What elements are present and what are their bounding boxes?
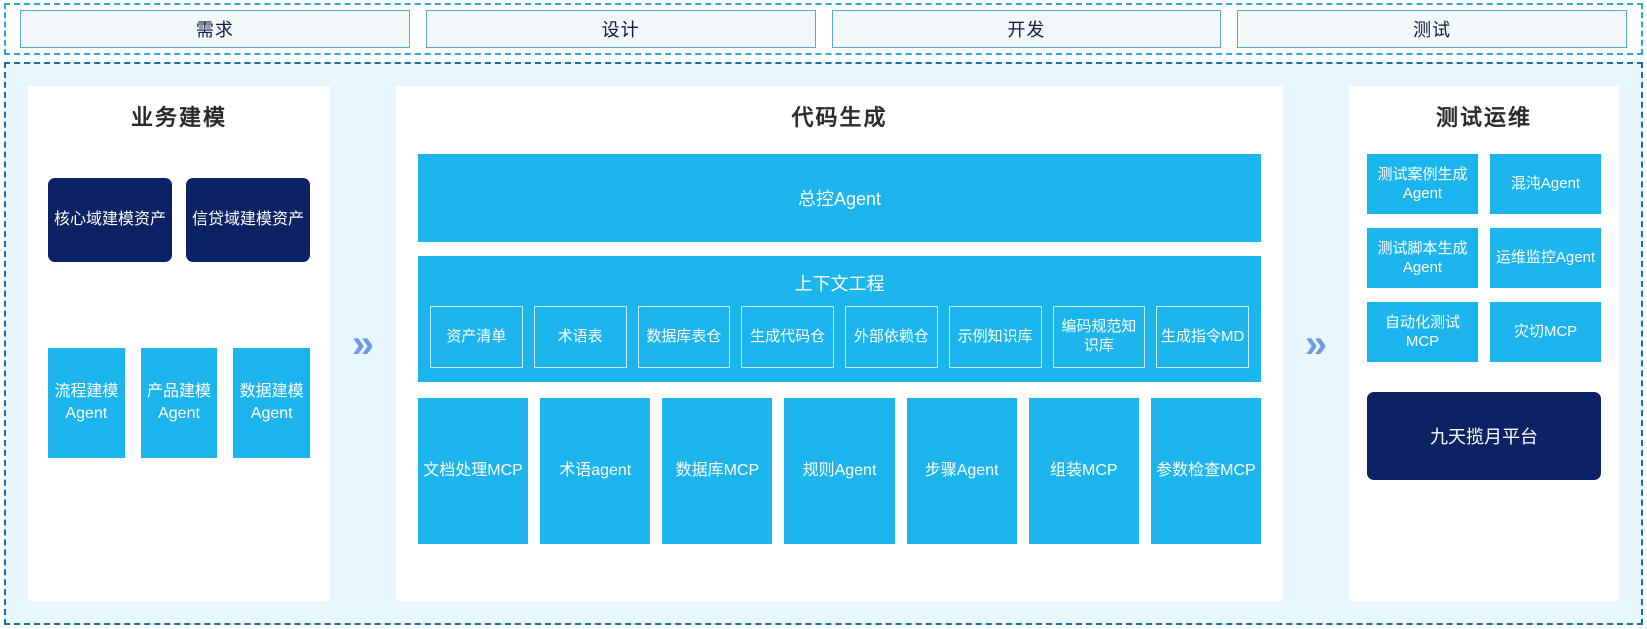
- tool-label: 步骤Agent: [924, 462, 999, 480]
- tool-label: 参数检查MCP: [1156, 462, 1256, 480]
- panel-title-test-operations: 测试运维: [1435, 105, 1532, 130]
- context-engineering-title: 上下文工程: [794, 274, 885, 294]
- phase-label: 开发: [1007, 20, 1046, 40]
- asset-credit-domain-model[interactable]: 信贷域建模资产: [186, 178, 310, 262]
- context-item-label: 外部依赖仓: [853, 327, 929, 345]
- ops-label: 灾切MCP: [1513, 323, 1578, 341]
- context-item-external-dependency-repo[interactable]: 外部依赖仓: [845, 306, 938, 368]
- asset-label: 信贷域建模资产: [191, 211, 304, 229]
- business-asset-row: 核心域建模资产 信贷域建模资产: [28, 178, 330, 262]
- asset-label: 核心域建模资产: [53, 211, 166, 229]
- agent-process-modeling[interactable]: 流程建模Agent: [48, 348, 125, 458]
- ops-automated-test-mcp[interactable]: 自动化测试MCP: [1367, 302, 1478, 362]
- context-item-label: 生成代码仓: [750, 327, 826, 345]
- phase-label: 需求: [195, 20, 234, 40]
- panel-code-generation: 代码生成 总控Agent 上下文工程 资产清单 术语表 数据库表仓 生成代码仓 …: [396, 86, 1283, 601]
- tool-label: 文档处理MCP: [423, 462, 523, 480]
- tool-label: 数据库MCP: [675, 462, 760, 480]
- tool-assembly-mcp[interactable]: 组装MCP: [1028, 398, 1139, 544]
- agent-product-modeling[interactable]: 产品建模Agent: [140, 348, 218, 458]
- panel-title-code-generation: 代码生成: [791, 105, 888, 130]
- phase-label: 设计: [601, 20, 640, 40]
- phase-box-requirements[interactable]: 需求: [20, 10, 410, 48]
- agent-label: 产品建模Agent: [147, 382, 212, 422]
- context-item-label: 生成指令MD: [1160, 327, 1245, 345]
- master-control-agent[interactable]: 总控Agent: [418, 154, 1261, 242]
- platform-label: 九天揽月平台: [1430, 427, 1538, 447]
- tool-label: 规则Agent: [802, 462, 877, 480]
- tool-database-mcp[interactable]: 数据库MCP: [662, 398, 773, 544]
- tool-document-processing-mcp[interactable]: 文档处理MCP: [418, 398, 529, 544]
- context-item-example-knowledge-base[interactable]: 示例知识库: [948, 306, 1042, 368]
- asset-core-domain-model[interactable]: 核心域建模资产: [48, 178, 172, 262]
- phase-box-development[interactable]: 开发: [831, 10, 1222, 48]
- tool-step-agent[interactable]: 步骤Agent: [906, 398, 1017, 544]
- platform-jiutian-lanyue[interactable]: 九天揽月平台: [1367, 392, 1601, 480]
- context-item-glossary[interactable]: 术语表: [533, 306, 627, 368]
- ops-label: 自动化测试MCP: [1384, 313, 1460, 351]
- phase-label: 测试: [1413, 20, 1452, 40]
- context-item-generated-code-repo[interactable]: 生成代码仓: [741, 306, 834, 368]
- panel-business-modeling: 业务建模 核心域建模资产 信贷域建模资产 流程建模Agent 产品建模Agent…: [28, 86, 330, 601]
- chevron-right-icon: »: [1304, 321, 1328, 366]
- test-ops-grid: 测试案例生成Agent 混沌Agent 测试脚本生成Agent 运维监控Agen…: [1349, 154, 1619, 362]
- phase-box-design[interactable]: 设计: [425, 10, 816, 48]
- ops-test-script-generation-agent[interactable]: 测试脚本生成Agent: [1367, 228, 1478, 288]
- ops-label: 测试案例生成Agent: [1377, 165, 1468, 203]
- chevron-right-icon: »: [351, 321, 375, 366]
- ops-test-case-generation-agent[interactable]: 测试案例生成Agent: [1367, 154, 1478, 214]
- ops-label: 测试脚本生成Agent: [1377, 239, 1468, 277]
- flow-arrow-left: »: [330, 86, 396, 601]
- context-item-coding-standard-knowledge-base[interactable]: 编码规范知识库: [1052, 306, 1146, 368]
- business-agent-row: 流程建模Agent 产品建模Agent 数据建模Agent: [28, 348, 330, 458]
- ops-monitoring-agent[interactable]: 运维监控Agent: [1490, 228, 1601, 288]
- tool-parameter-check-mcp[interactable]: 参数检查MCP: [1150, 398, 1261, 544]
- ops-chaos-agent[interactable]: 混沌Agent: [1490, 154, 1601, 214]
- panel-title-business-modeling: 业务建模: [130, 105, 227, 130]
- context-item-generation-instruction-md[interactable]: 生成指令MD: [1156, 306, 1249, 368]
- agent-label: 数据建模Agent: [239, 382, 304, 422]
- tool-row: 文档处理MCP 术语agent 数据库MCP 规则Agent 步骤Agent 组…: [418, 398, 1261, 544]
- context-item-db-table-repo[interactable]: 数据库表仓: [637, 306, 731, 368]
- context-item-asset-list[interactable]: 资产清单: [430, 306, 523, 368]
- context-item-label: 编码规范知识库: [1061, 318, 1137, 354]
- context-item-row: 资产清单 术语表 数据库表仓 生成代码仓 外部依赖仓 示例知识库 编码规范知识库…: [430, 306, 1249, 368]
- context-engineering-block: 上下文工程 资产清单 术语表 数据库表仓 生成代码仓 外部依赖仓 示例知识库 编…: [418, 256, 1261, 382]
- context-item-label: 资产清单: [446, 327, 507, 345]
- tool-label: 组装MCP: [1049, 462, 1118, 480]
- agent-label: 流程建模Agent: [54, 382, 119, 422]
- phase-strip: 需求 设计 开发 测试: [4, 3, 1643, 55]
- context-item-label: 数据库表仓: [646, 327, 722, 345]
- context-item-label: 示例知识库: [957, 327, 1033, 345]
- agent-data-modeling[interactable]: 数据建模Agent: [233, 348, 311, 458]
- tool-rule-agent[interactable]: 规则Agent: [784, 398, 895, 544]
- master-control-agent-label: 总控Agent: [797, 189, 882, 209]
- tool-label: 术语agent: [559, 462, 632, 480]
- ops-label: 运维监控Agent: [1495, 249, 1596, 267]
- panel-test-operations: 测试运维 测试案例生成Agent 混沌Agent 测试脚本生成Agent 运维监…: [1349, 86, 1619, 601]
- phase-box-testing[interactable]: 测试: [1237, 10, 1627, 48]
- context-item-label: 术语表: [557, 327, 603, 345]
- pipeline-body: 业务建模 核心域建模资产 信贷域建模资产 流程建模Agent 产品建模Agent…: [4, 62, 1643, 625]
- tool-glossary-agent[interactable]: 术语agent: [540, 398, 651, 544]
- flow-arrow-right: »: [1283, 86, 1349, 601]
- ops-label: 混沌Agent: [1510, 175, 1581, 193]
- code-generation-content: 总控Agent 上下文工程 资产清单 术语表 数据库表仓 生成代码仓 外部依赖仓…: [396, 154, 1283, 544]
- ops-disaster-switch-mcp[interactable]: 灾切MCP: [1490, 302, 1601, 362]
